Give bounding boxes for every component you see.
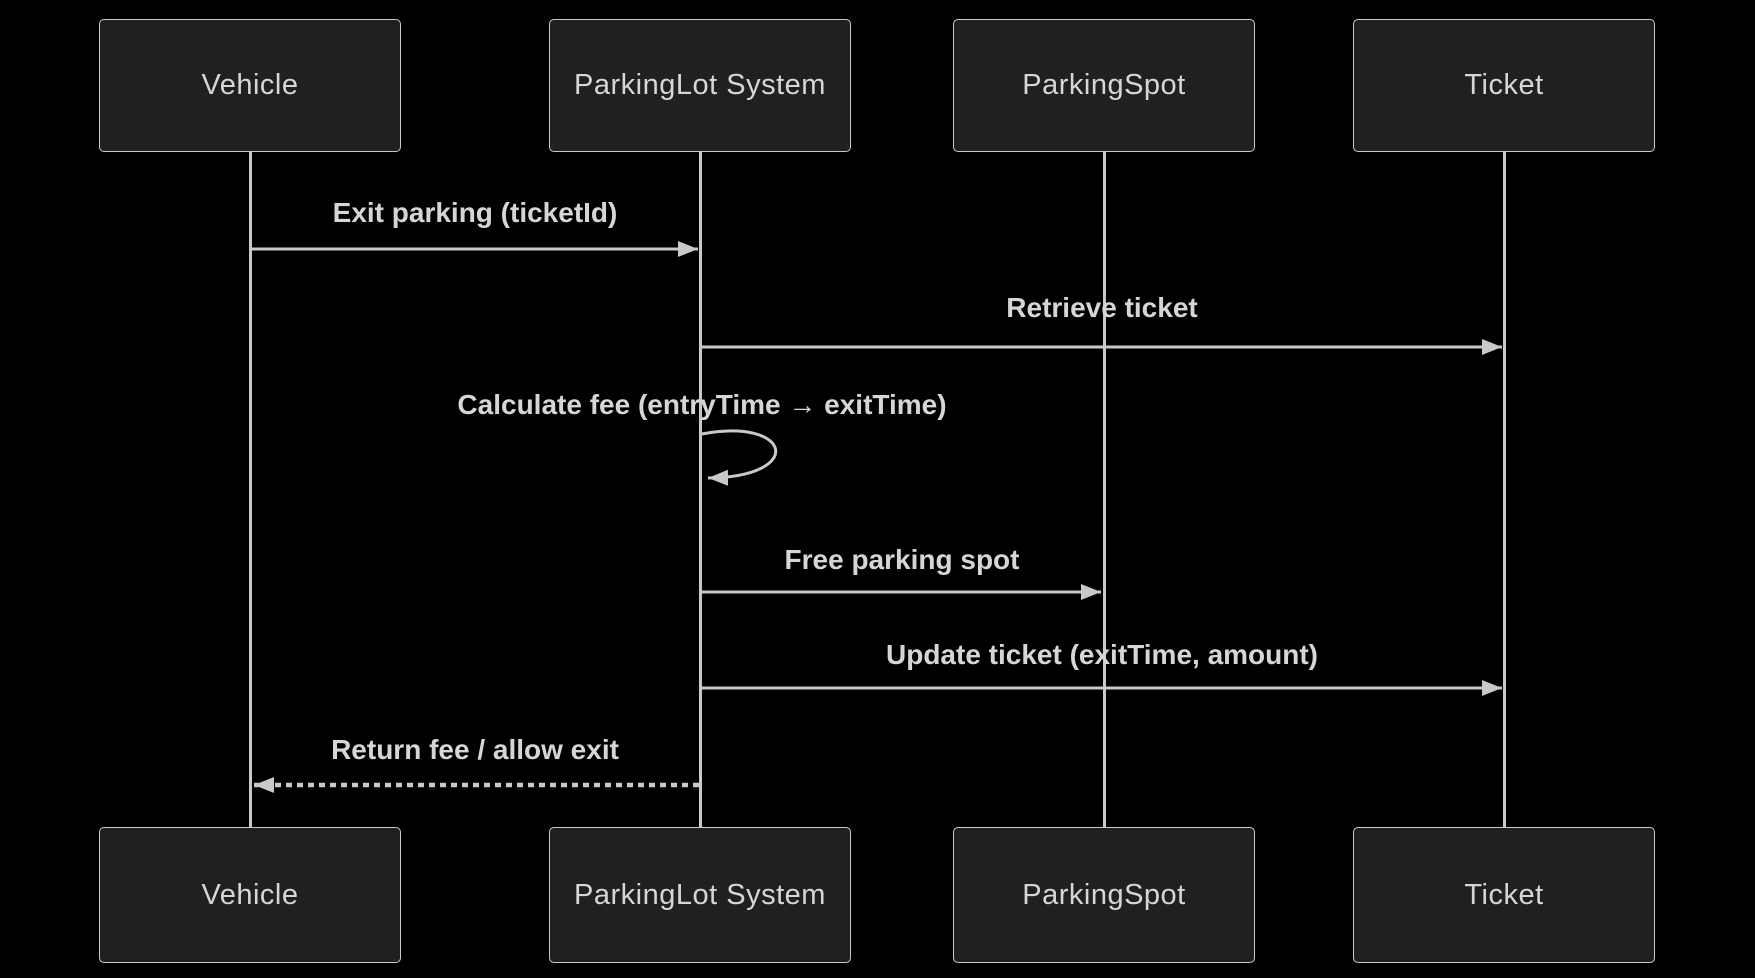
lifeline-vehicle [249, 152, 252, 827]
lifeline-parkingspot [1103, 152, 1106, 827]
actor-box-parkingspot-top: ParkingSpot [953, 19, 1255, 152]
actor-box-parkinglot-system-top: ParkingLot System [549, 19, 851, 152]
lifeline-parkinglot-system [699, 152, 702, 827]
actor-label-parkinglot-system: ParkingLot System [574, 69, 826, 101]
actor-label-ticket: Ticket [1464, 878, 1544, 911]
actor-label-vehicle: Vehicle [201, 69, 299, 101]
actor-box-parkingspot-bottom: ParkingSpot [953, 827, 1255, 963]
message-label-update-ticket: Update ticket (exitTime, amount) [885, 639, 1319, 670]
lifeline-ticket [1503, 152, 1506, 827]
actor-label-parkinglot-system: ParkingLot System [574, 878, 826, 911]
actor-label-parkingspot: ParkingSpot [1022, 69, 1186, 101]
actor-box-vehicle-bottom: Vehicle [99, 827, 401, 963]
actor-box-ticket-top: Ticket [1353, 19, 1655, 152]
actor-box-ticket-bottom: Ticket [1353, 827, 1655, 963]
actor-label-parkingspot: ParkingSpot [1022, 878, 1186, 911]
message-label-calculate-fee: Calculate fee (entryTime → exitTime) [457, 389, 947, 420]
message-label-free-parking-spot: Free parking spot [784, 544, 1020, 575]
actor-label-vehicle: Vehicle [201, 878, 299, 911]
message-label-exit-parking: Exit parking (ticketId) [332, 197, 618, 228]
message-label-return-fee: Return fee / allow exit [331, 734, 619, 765]
arrow-calculate-fee-self-loop [701, 429, 777, 486]
message-label-retrieve-ticket: Retrieve ticket [1006, 292, 1198, 323]
actor-box-parkinglot-system-bottom: ParkingLot System [549, 827, 851, 963]
actor-label-ticket: Ticket [1464, 69, 1544, 101]
actor-box-vehicle-top: Vehicle [99, 19, 401, 152]
